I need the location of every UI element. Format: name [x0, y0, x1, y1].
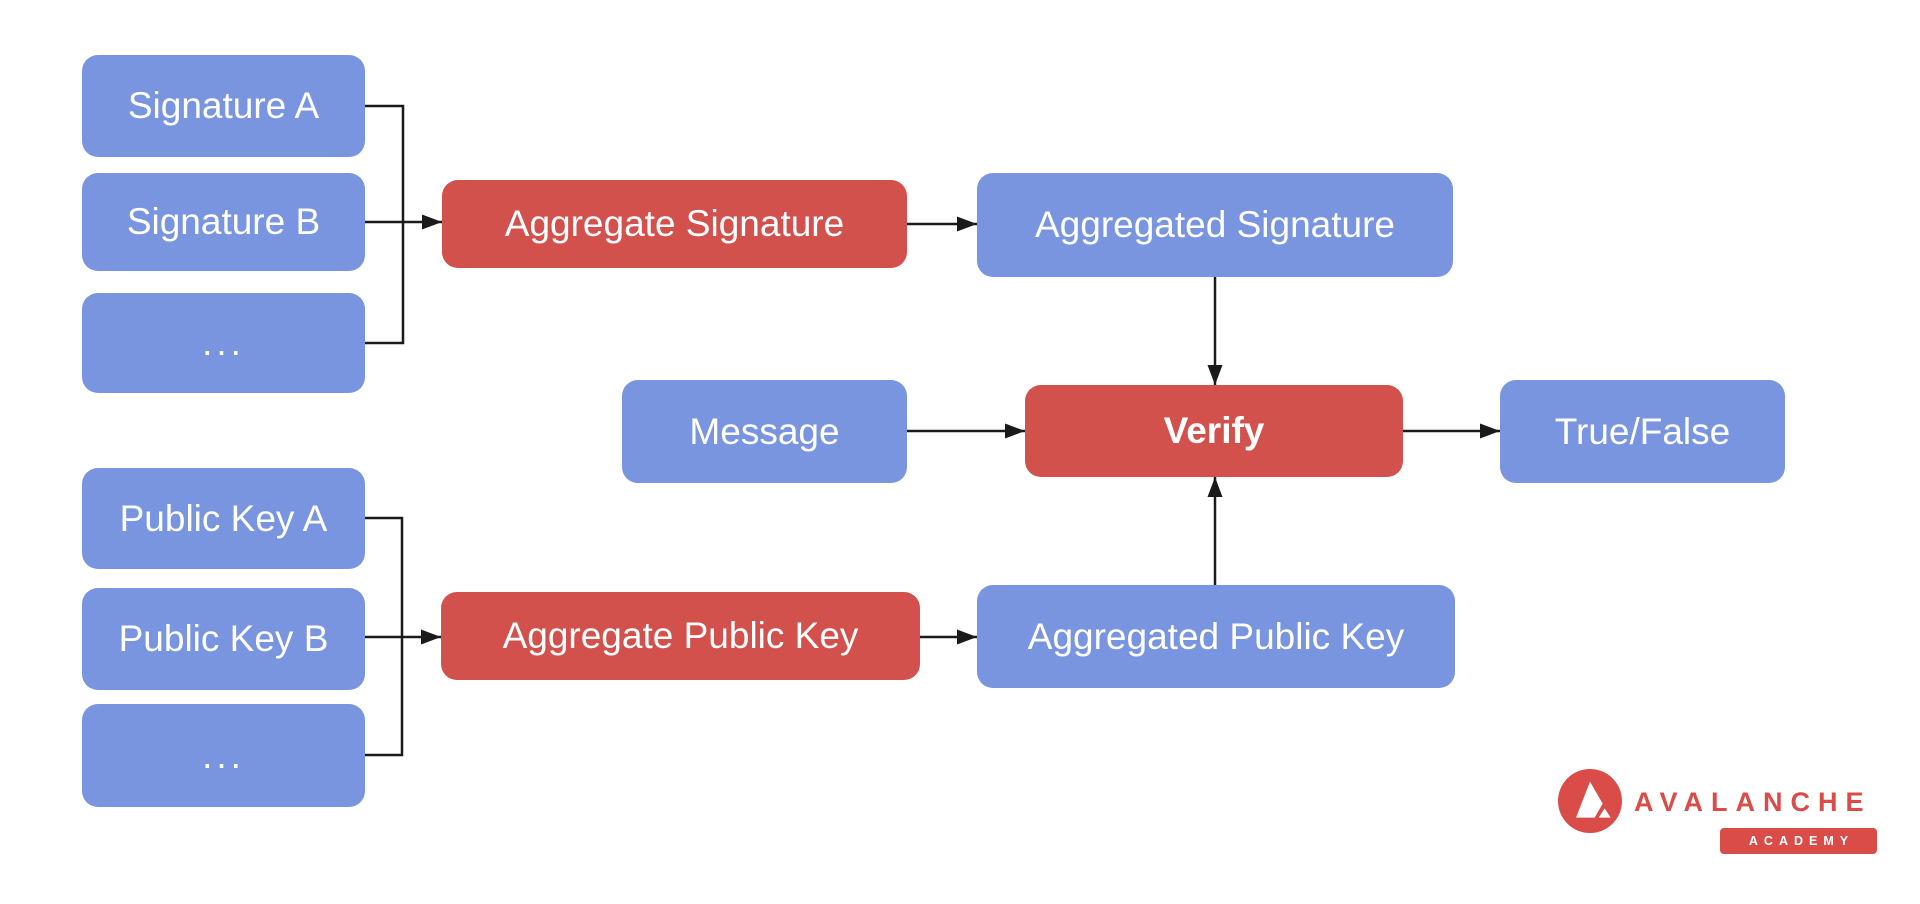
node-signature-ellipsis: ...	[82, 293, 365, 393]
node-label: Aggregate Signature	[504, 203, 845, 244]
node-public-key-ellipsis: ...	[82, 704, 365, 807]
node-label: ...	[202, 734, 245, 776]
academy-badge: ACADEMY	[1720, 828, 1877, 854]
node-label: Signature A	[127, 85, 320, 126]
node-aggregated-signature: Aggregated Signature	[977, 173, 1453, 277]
node-label: Public Key B	[118, 618, 329, 659]
node-public-key-a: Public Key A	[82, 468, 365, 569]
node-signature-b: Signature B	[82, 173, 365, 271]
node-label: Aggregated Signature	[1035, 204, 1395, 245]
node-label: Public Key A	[119, 497, 328, 539]
node-aggregate-signature: Aggregate Signature	[442, 180, 907, 268]
node-aggregate-public-key: Aggregate Public Key	[441, 592, 920, 680]
avalanche-logo-icon	[1558, 769, 1622, 833]
node-label: Verify	[1163, 410, 1265, 451]
node-label: Aggregate Public Key	[502, 615, 859, 656]
node-verify: Verify	[1025, 385, 1403, 477]
avalanche-wordmark: AVALANCHE	[1634, 787, 1872, 817]
avalanche-academy-logo: AVALANCHE ACADEMY	[1558, 769, 1878, 859]
node-label: Message	[689, 410, 840, 452]
node-label: Aggregated Public Key	[1027, 615, 1405, 657]
academy-badge-label: ACADEMY	[1748, 834, 1855, 848]
node-message: Message	[622, 380, 907, 483]
node-label: True/False	[1554, 410, 1731, 452]
node-true-false: True/False	[1500, 380, 1785, 483]
node-aggregated-public-key: Aggregated Public Key	[977, 585, 1455, 688]
node-signature-a: Signature A	[82, 55, 365, 157]
node-label: Signature B	[126, 201, 321, 242]
node-public-key-b: Public Key B	[82, 588, 365, 690]
node-label: ...	[202, 322, 245, 363]
bracket-public-keys	[365, 516, 404, 757]
bracket-signatures	[365, 104, 405, 345]
